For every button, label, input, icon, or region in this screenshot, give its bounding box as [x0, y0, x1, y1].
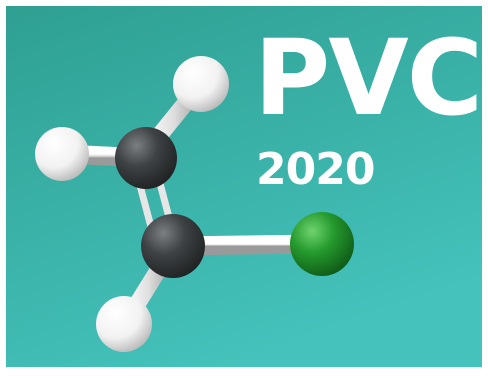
- vinyl-chloride-molecule-icon: [35, 56, 354, 352]
- background: [6, 6, 482, 367]
- chlorine-atom-icon: [290, 212, 354, 276]
- hydrogen-atom-left-icon: [35, 127, 89, 181]
- hydrogen-atom-top-icon: [173, 56, 229, 112]
- logo-title: PVC: [254, 17, 482, 139]
- logo-panel: PVC 2020: [6, 6, 482, 367]
- logo-year: 2020: [256, 144, 375, 195]
- carbon-atom-lower-icon: [141, 214, 205, 278]
- carbon-atom-upper-icon: [115, 127, 177, 189]
- hydrogen-atom-bottom-icon: [96, 296, 152, 352]
- logo-artwork: [6, 6, 482, 367]
